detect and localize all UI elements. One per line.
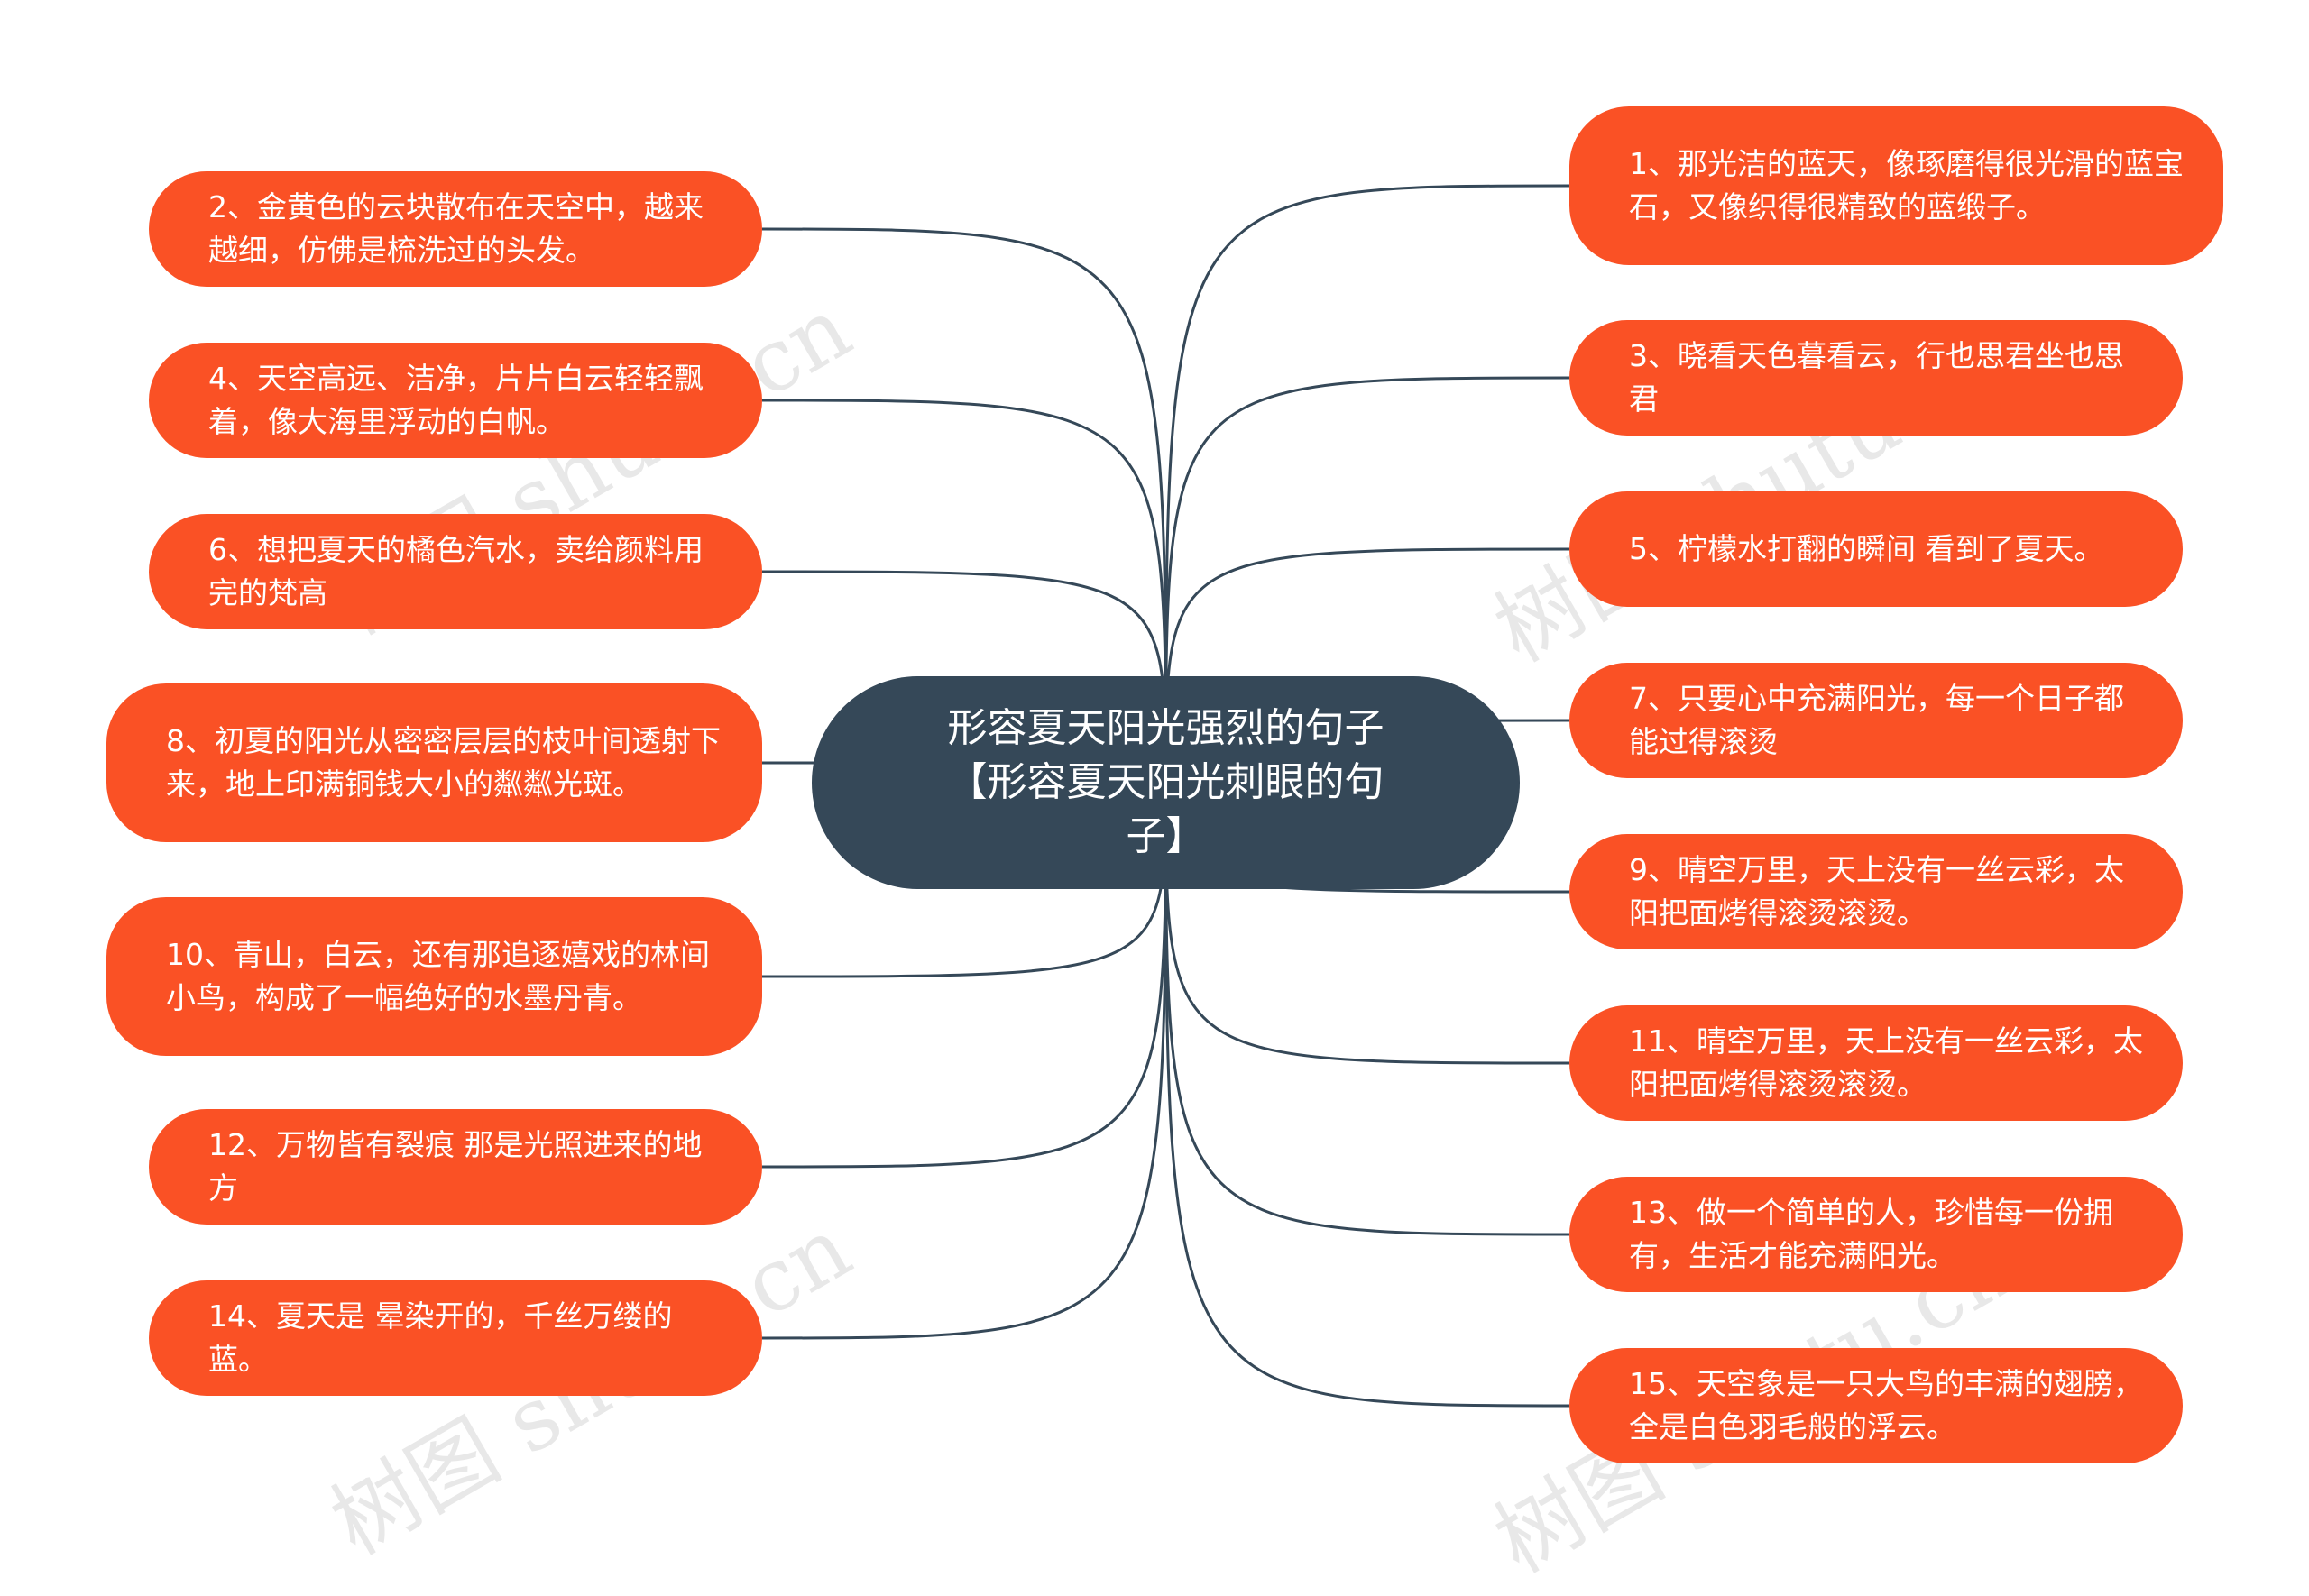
branch-node-8[interactable]: 8、初夏的阳光从密密层层的枝叶间透射下来，地上印满铜钱大小的粼粼光斑。 (106, 683, 762, 842)
branch-node-13[interactable]: 13、做一个简单的人，珍惜每一份拥有，生活才能充满阳光。 (1569, 1177, 2183, 1292)
branch-node-6[interactable]: 6、想把夏天的橘色汽水，卖给颜料用完的梵高 (149, 514, 762, 629)
branch-node-text: 15、天空象是一只大鸟的丰满的翅膀，全是白色羽毛般的浮云。 (1629, 1366, 2143, 1445)
connector-line (761, 399, 1167, 784)
branch-node-10[interactable]: 10、青山，白云，还有那追逐嬉戏的林间小鸟，构成了一幅绝好的水墨丹青。 (106, 897, 762, 1056)
branch-node-text: 1、那光洁的蓝天，像琢磨得很光滑的蓝宝石，又像织得很精致的蓝缎子。 (1629, 146, 2184, 225)
branch-node-3[interactable]: 3、晓看天色暮看云，行也思君坐也思君 (1569, 320, 2183, 436)
connector-line (761, 227, 1167, 784)
connector-line (1164, 376, 1570, 784)
branch-node-9[interactable]: 9、晴空万里，天上没有一丝云彩，太阳把面烤得滚烫滚烫。 (1569, 834, 2183, 949)
branch-node-text: 14、夏天是 晕染开的，千丝万缕的蓝。 (208, 1298, 673, 1377)
branch-node-text: 2、金黄色的云块散布在天空中，越来越细，仿佛是梳洗过的头发。 (208, 189, 704, 268)
branch-node-12[interactable]: 12、万物皆有裂痕 那是光照进来的地方 (149, 1109, 762, 1225)
branch-node-text: 7、只要心中充满阳光，每一个日子都能过得滚烫 (1629, 681, 2124, 759)
branch-node-text: 4、天空高远、洁净，片片白云轻轻飘着，像大海里浮动的白帆。 (208, 361, 704, 439)
branch-node-text: 6、想把夏天的橘色汽水，卖给颜料用完的梵高 (208, 532, 704, 610)
central-topic-line-2: 【形容夏天阳光刺眼的句 (947, 759, 1384, 805)
connector-line (761, 782, 1167, 1340)
branch-node-14[interactable]: 14、夏天是 晕染开的，千丝万缕的蓝。 (149, 1280, 762, 1396)
branch-node-5[interactable]: 5、柠檬水打翻的瞬间 看到了夏天。 (1569, 491, 2183, 607)
branch-node-text: 3、晓看天色暮看云，行也思君坐也思君 (1629, 338, 2124, 417)
central-topic-line-1: 形容夏天阳光强烈的句子 (947, 705, 1384, 751)
central-topic[interactable]: 形容夏天阳光强烈的句子 【形容夏天阳光刺眼的句 子】 (812, 676, 1520, 889)
central-topic-line-3: 子】 (1126, 813, 1206, 859)
branch-node-text: 12、万物皆有裂痕 那是光照进来的地方 (208, 1127, 703, 1206)
connector-line (1164, 782, 1570, 1408)
branch-node-text: 10、青山，白云，还有那追逐嬉戏的林间小鸟，构成了一幅绝好的水墨丹青。 (166, 937, 710, 1015)
branch-node-7[interactable]: 7、只要心中充满阳光，每一个日子都能过得滚烫 (1569, 663, 2183, 778)
branch-node-4[interactable]: 4、天空高远、洁净，片片白云轻轻飘着，像大海里浮动的白帆。 (149, 343, 762, 458)
branch-node-1[interactable]: 1、那光洁的蓝天，像琢磨得很光滑的蓝宝石，又像织得很精致的蓝缎子。 (1569, 106, 2223, 265)
branch-node-text: 5、柠檬水打翻的瞬间 看到了夏天。 (1629, 531, 2104, 566)
branch-node-text: 11、晴空万里，天上没有一丝云彩，太阳把面烤得滚烫滚烫。 (1629, 1023, 2143, 1102)
branch-node-11[interactable]: 11、晴空万里，天上没有一丝云彩，太阳把面烤得滚烫滚烫。 (1569, 1005, 2183, 1121)
branch-node-text: 8、初夏的阳光从密密层层的枝叶间透射下来，地上印满铜钱大小的粼粼光斑。 (166, 723, 721, 802)
branch-node-text: 13、做一个简单的人，珍惜每一份拥有，生活才能充满阳光。 (1629, 1195, 2113, 1273)
branch-node-15[interactable]: 15、天空象是一只大鸟的丰满的翅膀，全是白色羽毛般的浮云。 (1569, 1348, 2183, 1463)
connector-line (1164, 184, 1570, 784)
branch-node-2[interactable]: 2、金黄色的云块散布在天空中，越来越细，仿佛是梳洗过的头发。 (149, 171, 762, 287)
branch-node-text: 9、晴空万里，天上没有一丝云彩，太阳把面烤得滚烫滚烫。 (1629, 852, 2124, 931)
